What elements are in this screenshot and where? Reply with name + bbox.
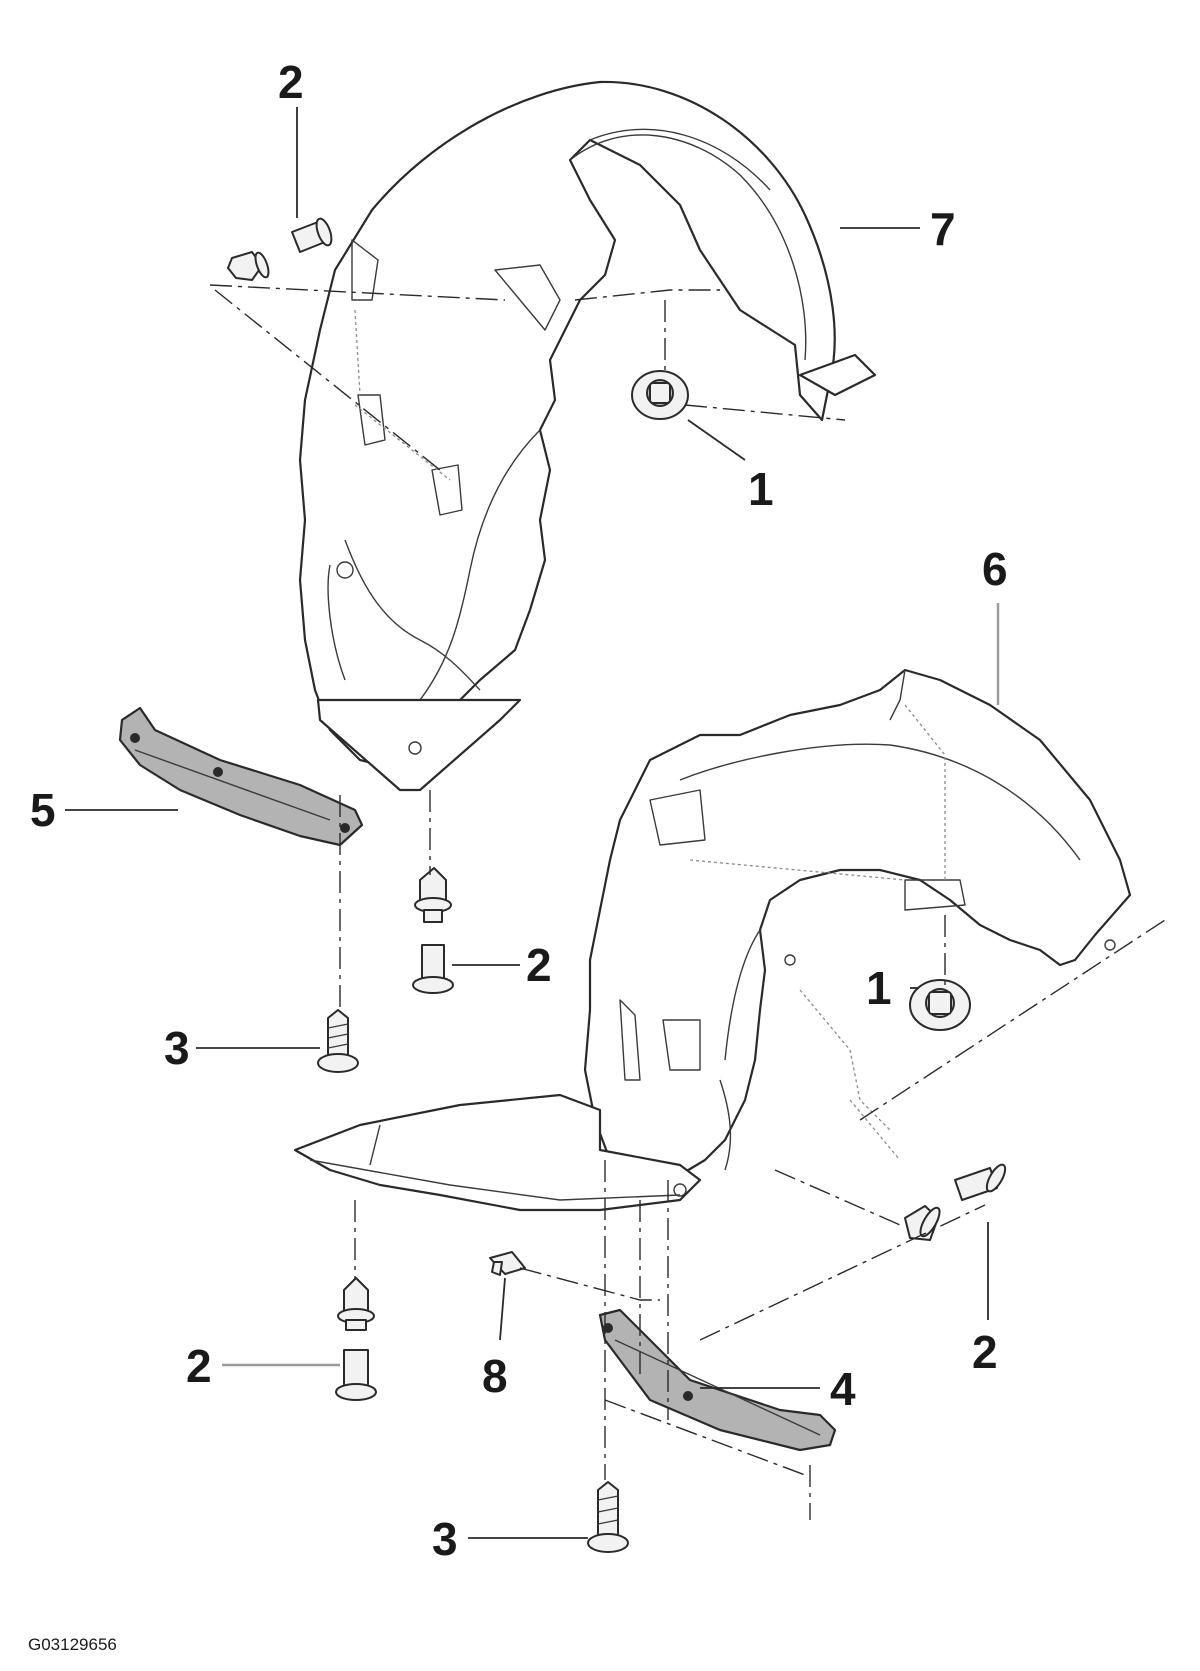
callout-3-left: 3 (164, 1022, 190, 1074)
callout-4: 4 (830, 1363, 856, 1415)
callout-2-center: 2 (526, 939, 552, 991)
callout-1-upper: 1 (748, 463, 774, 515)
trim-strip-upper-left (118, 706, 364, 847)
leader-lines (65, 107, 1000, 1539)
callout-1-lower: 1 (866, 962, 892, 1014)
callout-7: 7 (930, 203, 956, 255)
screw-left (317, 1009, 359, 1073)
nut-clip-lower (909, 979, 971, 1031)
spring-clip (489, 1251, 526, 1276)
expanding-rivet-top-left (227, 217, 333, 281)
wheel-arch-liner-upper (298, 80, 877, 792)
assembly-centerlines (209, 284, 1166, 1520)
callout-labels: 2 7 1 6 5 2 1 3 2 8 4 2 3 (30, 56, 1008, 1565)
callout-5: 5 (30, 784, 56, 836)
expanding-rivet-bottom-left (335, 1277, 377, 1401)
callout-6: 6 (982, 543, 1008, 595)
callout-3-bottom: 3 (432, 1513, 458, 1565)
callout-8: 8 (482, 1350, 508, 1402)
screw-bottom (587, 1481, 629, 1553)
callout-2-bottom-left: 2 (186, 1340, 212, 1392)
callout-2-top-left: 2 (278, 56, 304, 108)
expanding-rivet-right (904, 1163, 1007, 1241)
nut-clip-upper (631, 370, 689, 420)
figure-id: G03129656 (28, 1635, 117, 1654)
callout-2-right: 2 (972, 1326, 998, 1378)
expanding-rivet-center (412, 867, 454, 994)
wheel-arch-liner-lower (293, 668, 1132, 1212)
